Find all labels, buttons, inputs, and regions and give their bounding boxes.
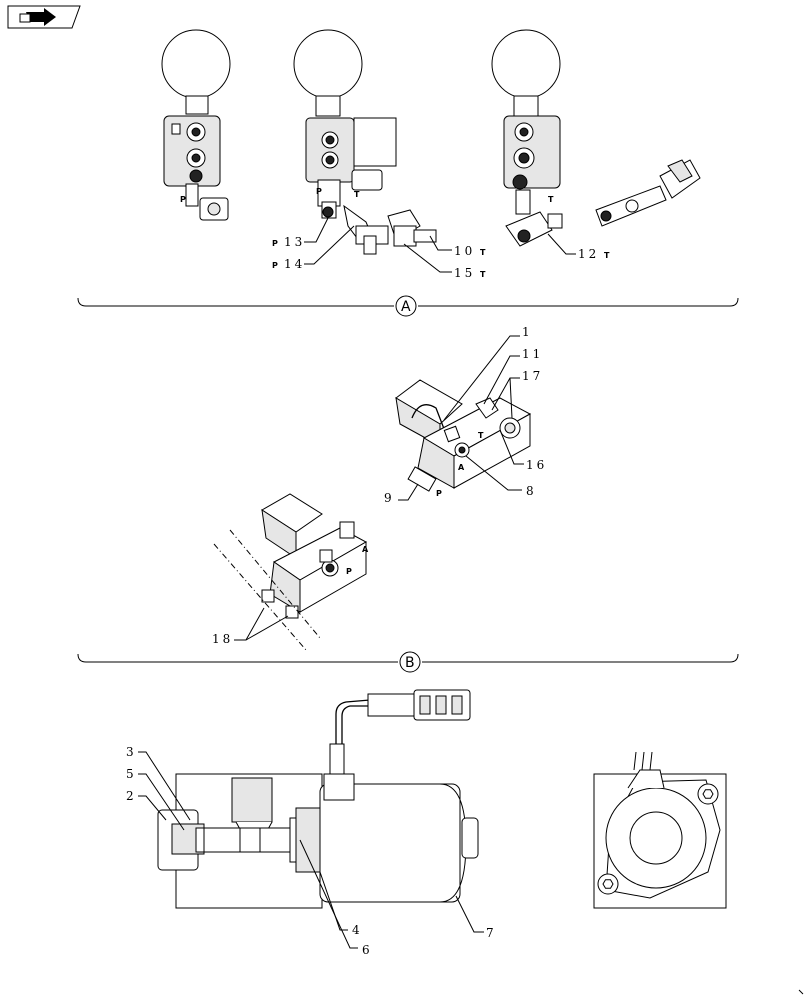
valve-block-upper xyxy=(395,379,532,492)
svg-text:7: 7 xyxy=(486,926,497,940)
solenoid-coil xyxy=(319,783,461,903)
callout-15: 15 T xyxy=(403,243,486,280)
svg-text:4: 4 xyxy=(352,923,363,937)
accumulator-sphere xyxy=(491,29,561,99)
valve-assembly-right xyxy=(491,29,701,247)
port-label-p: P xyxy=(346,567,352,576)
callout-5: 5 xyxy=(126,767,185,831)
callout-3: 3 xyxy=(126,745,191,821)
port-label-t: T xyxy=(478,431,484,440)
callout-16: 16 xyxy=(499,429,547,472)
connector xyxy=(367,693,419,717)
callout-11: 11 xyxy=(483,347,543,405)
svg-text:13: 13 xyxy=(284,235,305,249)
section-a-bracket: A xyxy=(77,295,739,317)
svg-text:14: 14 xyxy=(284,257,305,271)
corner-mark xyxy=(798,989,804,995)
svg-text:P: P xyxy=(272,261,278,270)
svg-text:10: 10 xyxy=(454,244,475,258)
solenoid-end-view xyxy=(593,751,727,909)
svg-text:12: 12 xyxy=(578,247,599,261)
callout-4: 4 xyxy=(319,871,363,937)
callout-2: 2 xyxy=(126,789,167,821)
centerline xyxy=(213,543,307,651)
wire xyxy=(329,743,345,775)
port-label-a: A xyxy=(458,463,465,472)
callout-14: P 14 xyxy=(272,225,355,271)
port-label-p: P xyxy=(180,195,186,204)
valve-block-lower xyxy=(261,493,368,619)
port-label-p: P xyxy=(316,187,322,196)
svg-text:16: 16 xyxy=(526,458,547,472)
callout-6: 6 xyxy=(299,839,373,957)
port-label-t: T xyxy=(548,195,554,204)
svg-text:3: 3 xyxy=(126,745,137,759)
callout-17: 17 xyxy=(491,369,543,419)
svg-text:15: 15 xyxy=(454,266,475,280)
spool xyxy=(195,827,295,853)
svg-text:P: P xyxy=(272,239,278,248)
svg-text:2: 2 xyxy=(126,789,137,803)
port-label-t: T xyxy=(354,190,360,199)
svg-text:5: 5 xyxy=(126,767,137,781)
callout-9: 9 xyxy=(384,483,419,505)
svg-text:9: 9 xyxy=(384,491,395,505)
valve-assembly-middle xyxy=(293,29,437,255)
svg-text:11: 11 xyxy=(522,347,543,361)
svg-text:T: T xyxy=(604,251,610,260)
solenoid-valve-section xyxy=(157,689,479,909)
callout-18: 18 xyxy=(212,607,289,646)
svg-text:1: 1 xyxy=(522,325,533,339)
svg-text:18: 18 xyxy=(212,632,233,646)
callout-1: 1 xyxy=(443,325,533,421)
callout-12: 12 T xyxy=(547,233,610,261)
callout-8: 8 xyxy=(465,455,537,498)
callout-10: 10 T xyxy=(429,235,486,258)
section-b-bracket: B xyxy=(77,651,739,673)
valve-assembly-left xyxy=(161,29,231,221)
svg-text:8: 8 xyxy=(526,484,537,498)
section-a-label: A xyxy=(401,299,411,315)
svg-text:6: 6 xyxy=(362,943,373,957)
section-b-label: B xyxy=(405,655,415,671)
accumulator-sphere xyxy=(293,29,363,99)
svg-text:T: T xyxy=(480,270,486,279)
accumulator-sphere xyxy=(161,29,231,99)
centerline xyxy=(229,529,321,639)
callout-13: P 13 xyxy=(272,217,329,249)
next-page-arrow-icon[interactable] xyxy=(7,5,81,29)
port-label-p: P xyxy=(436,489,442,498)
port-label-a: A xyxy=(362,545,369,554)
svg-text:17: 17 xyxy=(522,369,543,383)
callout-7: 7 xyxy=(455,895,497,940)
svg-text:T: T xyxy=(480,248,486,257)
